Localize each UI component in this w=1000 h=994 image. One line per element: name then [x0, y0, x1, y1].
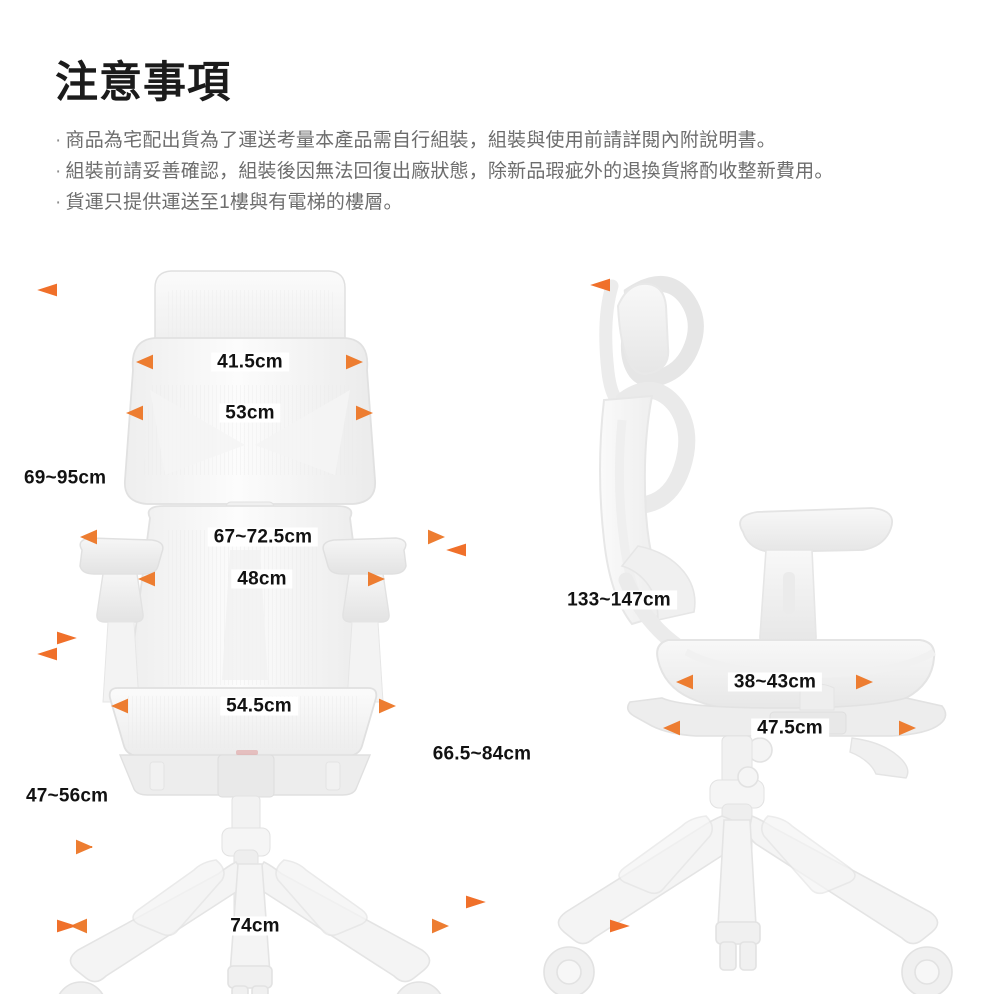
notice-item: · 組裝前請妥善確認，組裝後因無法回復出廠狀態，除新品瑕疵外的退換貨將酌收整新費…	[55, 156, 834, 187]
dim-label-headrest-width: 41.5cm	[211, 352, 289, 372]
dim-label-backrest-width: 53cm	[219, 403, 281, 423]
bullet-icon: ·	[55, 161, 62, 182]
dimension-drawings: 41.5cm 53cm 67~72.5cm 48cm 54.5cm 74cm 6…	[0, 250, 1000, 994]
dim-label-total-height: 133~147cm	[561, 590, 677, 610]
notice-list: · 商品為宅配出貨為了運送考量本產品需自行組裝，組裝與使用前請詳閱內附說明書。 …	[55, 125, 834, 218]
dim-label-backrest-height: 69~95cm	[18, 468, 113, 488]
notice-item-text: 貨運只提供運送至1樓與有電梯的樓層。	[65, 192, 403, 213]
notice-item: · 貨運只提供運送至1樓與有電梯的樓層。	[55, 187, 834, 218]
bullet-icon: ·	[55, 130, 62, 151]
side-view-illustration	[500, 250, 1000, 994]
dim-label-armrest-width: 67~72.5cm	[207, 527, 319, 547]
notice-item: · 商品為宅配出貨為了運送考量本產品需自行組裝，組裝與使用前請詳閱內附說明書。	[55, 125, 834, 156]
dim-label-seat-width: 54.5cm	[220, 696, 298, 716]
dim-label-seatback-width: 48cm	[231, 569, 293, 589]
notice-item-text: 組裝前請妥善確認，組裝後因無法回復出廠狀態，除新品瑕疵外的退換貨將酌收整新費用。	[65, 161, 834, 182]
page-title: 注意事項	[55, 59, 231, 107]
dim-label-seat-depth: 38~43cm	[727, 672, 823, 692]
side-chair-graphic	[543, 275, 953, 994]
dim-label-base-width: 74cm	[224, 916, 286, 936]
dim-label-base-depth: 47.5cm	[751, 718, 829, 738]
notice-item-text: 商品為宅配出貨為了運送考量本產品需自行組裝，組裝與使用前請詳閱內附說明書。	[65, 130, 776, 151]
dim-label-overall-height: 66.5~84cm	[426, 744, 538, 764]
dim-label-seat-height: 47~56cm	[20, 786, 115, 806]
bullet-icon: ·	[55, 192, 62, 213]
